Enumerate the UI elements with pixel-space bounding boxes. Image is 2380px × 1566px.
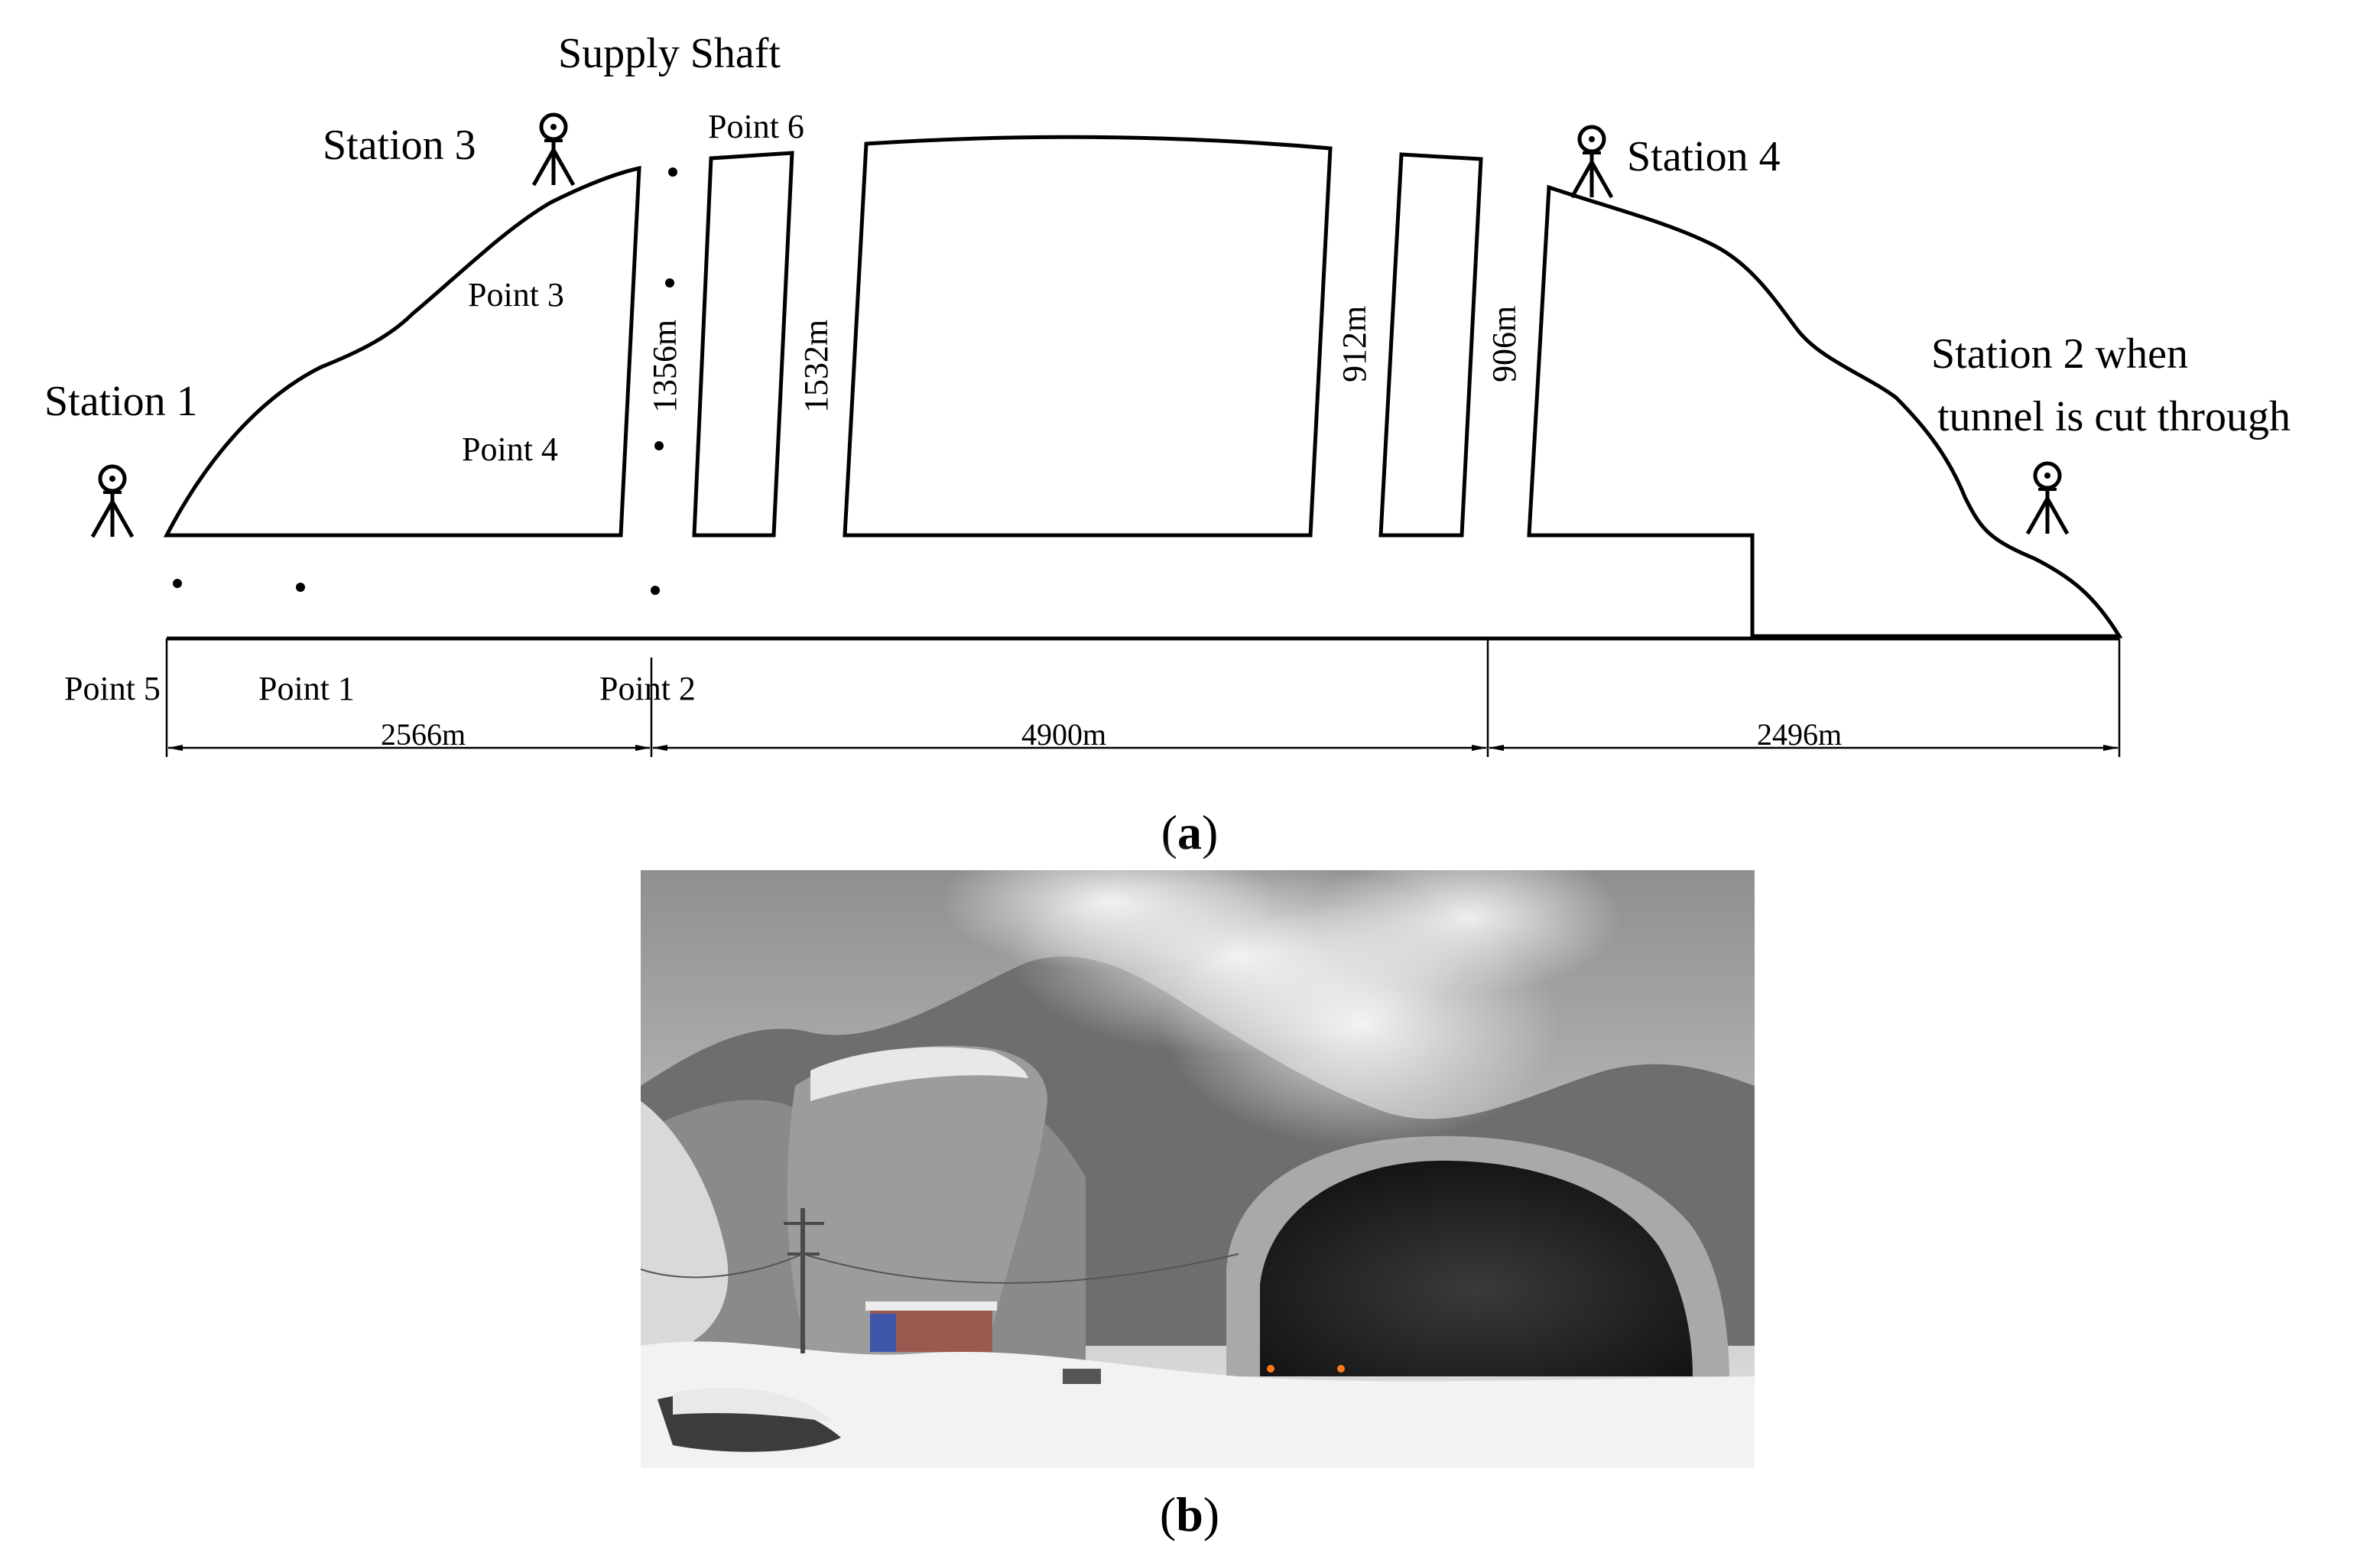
label-station-2-line2: tunnel is cut through <box>1937 393 2291 440</box>
length-segment-2: 1532m <box>797 320 835 413</box>
point-dot <box>665 278 674 288</box>
label-supply-shaft: Supply Shaft <box>558 30 781 77</box>
caption-b: (b) <box>1160 1487 1219 1542</box>
label-point-4: Point 4 <box>462 430 558 468</box>
section-column-2 <box>1378 152 1483 538</box>
section-central-block <box>843 135 1333 538</box>
label-point-3: Point 3 <box>468 276 564 314</box>
label-station-3: Station 3 <box>323 122 476 169</box>
point-dot <box>668 167 677 177</box>
section-column-1 <box>692 151 794 538</box>
point-dot <box>296 583 305 592</box>
point-dot <box>651 586 660 595</box>
label-station-4: Station 4 <box>1627 133 1781 180</box>
dimension-span-2: 4900m <box>1021 717 1106 752</box>
survey-station-icon <box>1570 125 1614 199</box>
length-segment-3: 912m <box>1336 306 1373 382</box>
survey-station-icon <box>2025 461 2070 535</box>
label-station-2-line1: Station 2 when <box>1931 330 2188 378</box>
dimension-span-1: 2566m <box>381 717 466 752</box>
section-right-mountain <box>1527 184 2123 638</box>
label-point-5: Point 5 <box>64 670 161 707</box>
label-point-6: Point 6 <box>708 108 804 145</box>
length-segment-4: 906m <box>1485 306 1523 382</box>
survey-station-icon <box>531 112 576 187</box>
dimension-span-3: 2496m <box>1757 717 1842 752</box>
tunnel-portal-photo <box>640 833 1755 1468</box>
survey-station-icon <box>90 464 135 538</box>
section-left-mountain <box>163 165 641 538</box>
tunnel-diagram: Supply Shaft Station 3 Station 1 Station… <box>44 30 2291 757</box>
label-station-1: Station 1 <box>44 378 198 425</box>
label-point-1: Point 1 <box>258 670 355 707</box>
point-dot <box>654 441 664 450</box>
length-segment-1: 1356m <box>646 320 683 413</box>
label-point-2: Point 2 <box>599 670 696 707</box>
point-dot <box>173 579 182 588</box>
